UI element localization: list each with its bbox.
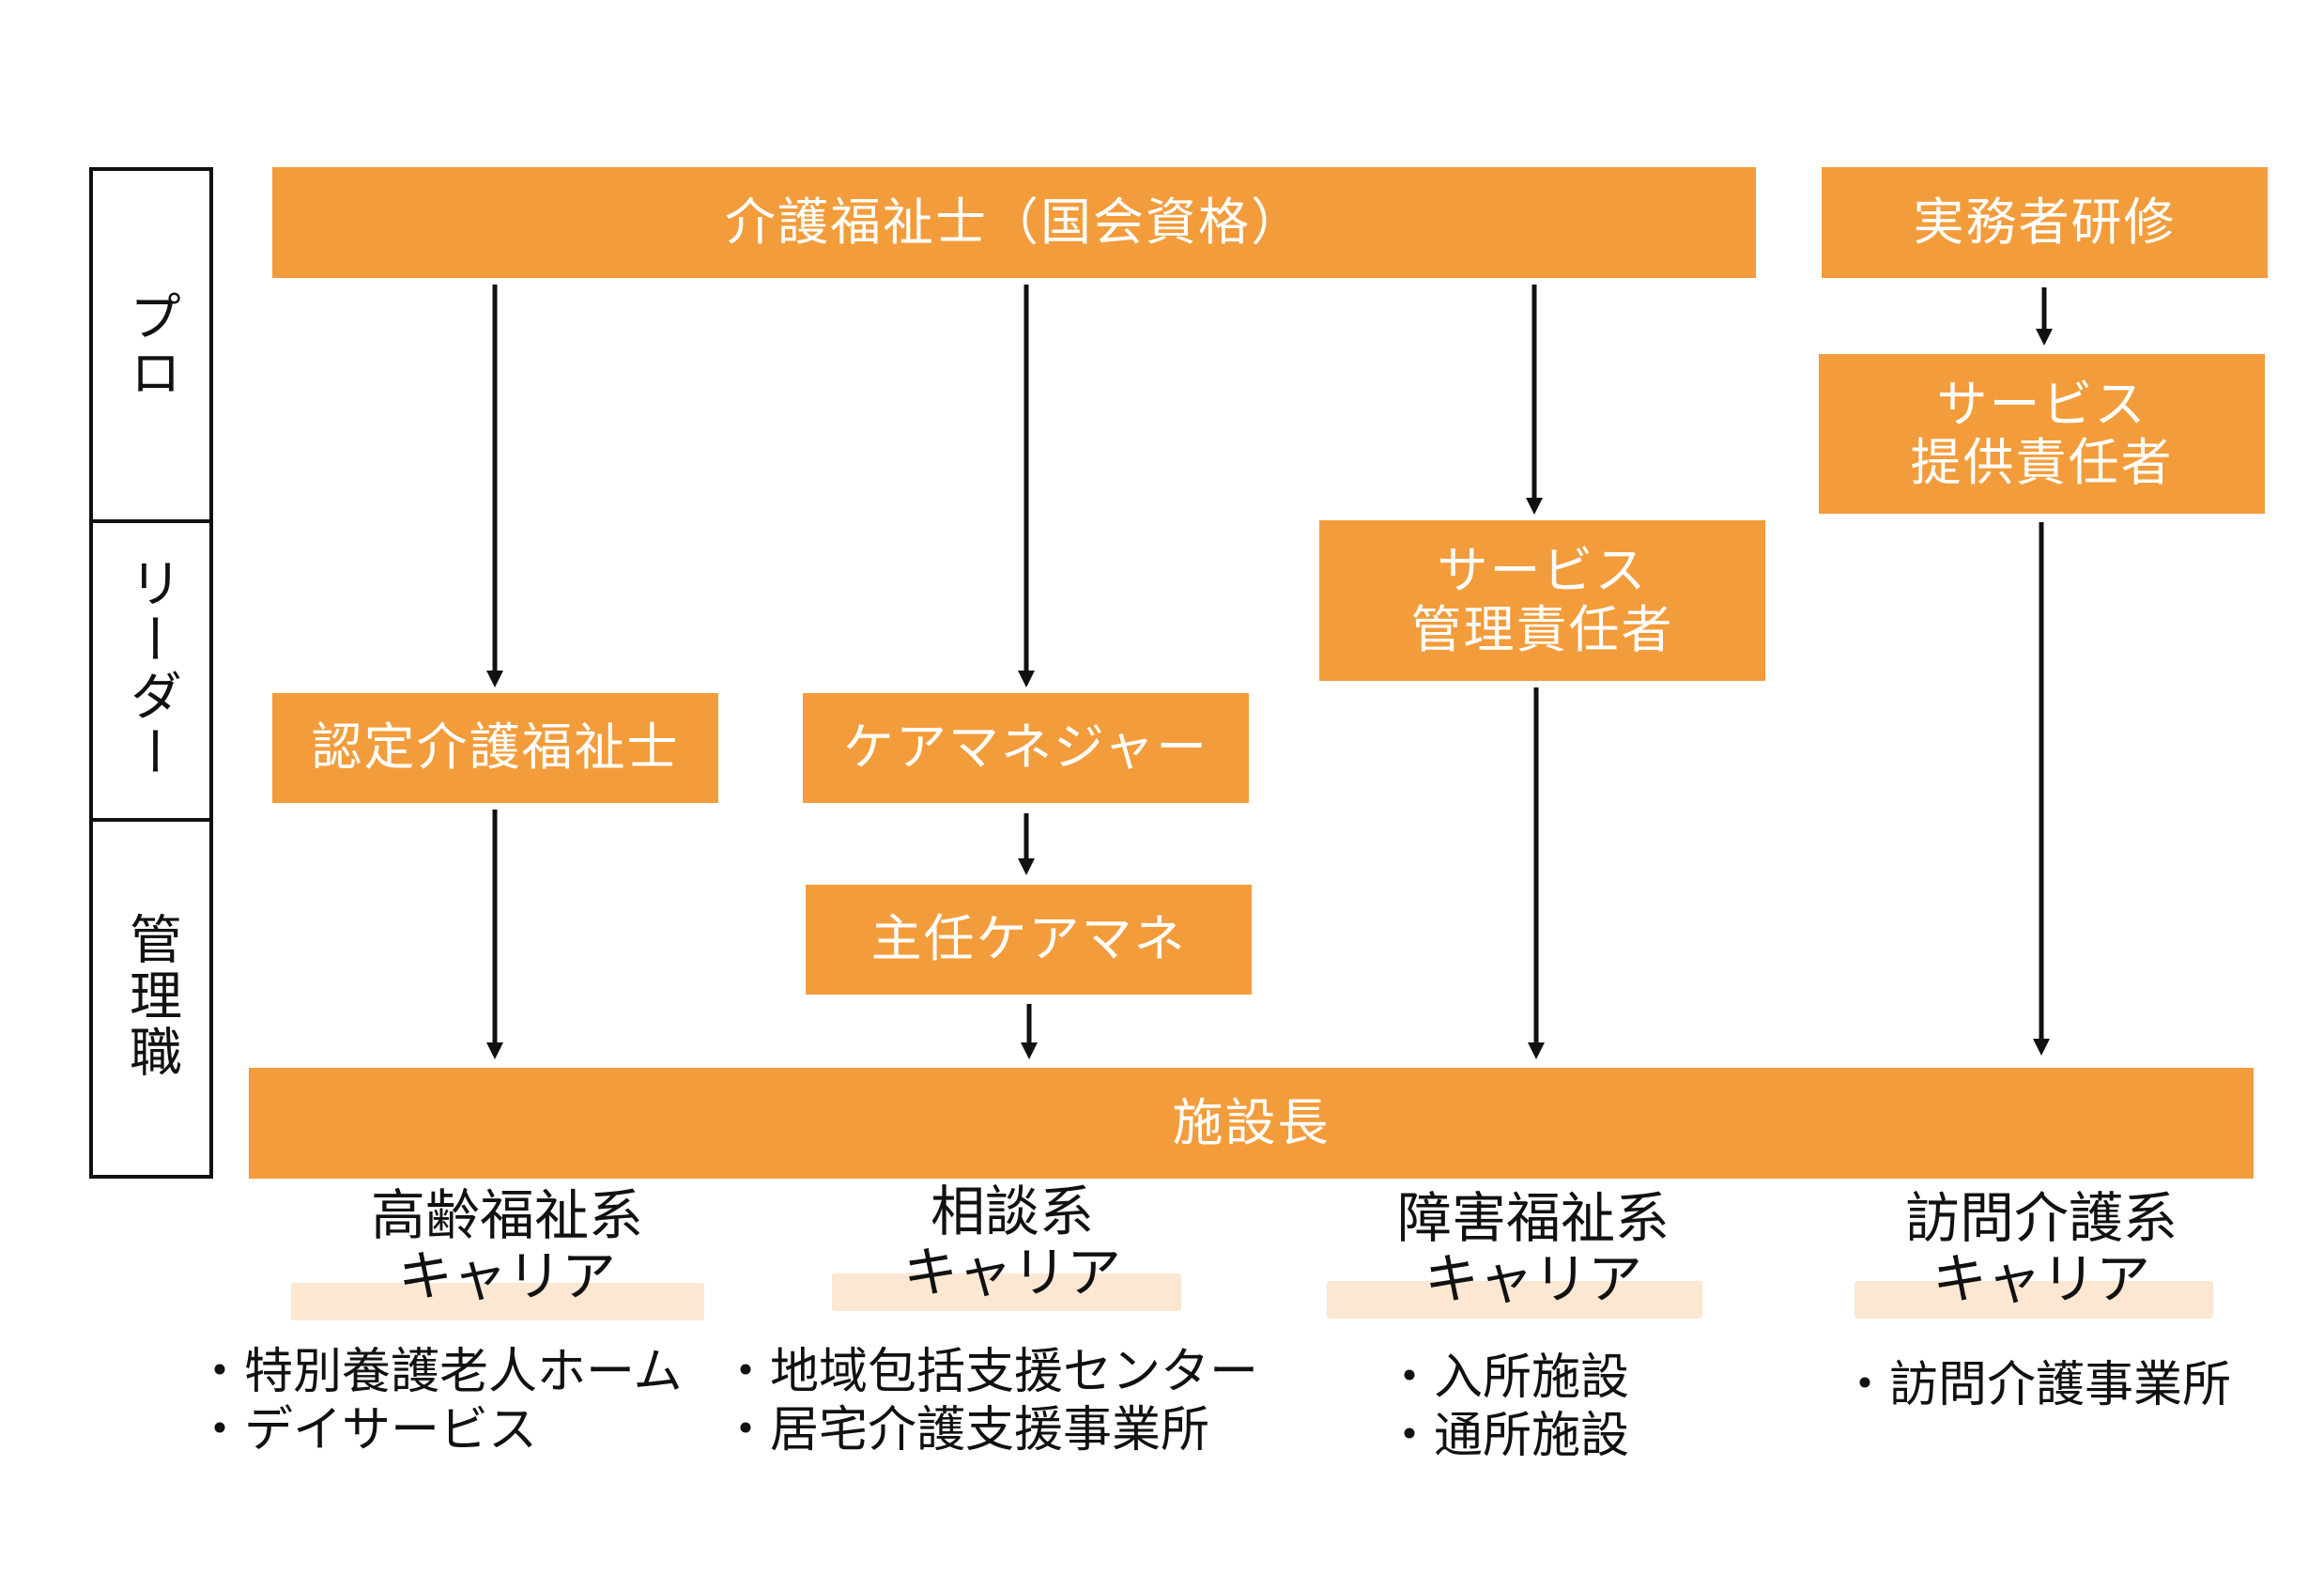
category-1-line1: 高齢福祉系 — [370, 1183, 643, 1247]
box-shisetsucho: 施設長 — [249, 1068, 2254, 1179]
category-3-title: 障害福祉系 キャリア — [1346, 1188, 1721, 1310]
box-service-kanri-sekininsha: サービス 管理責任者 — [1319, 520, 1765, 681]
category-3-list: ・入所施設 ・通所施設 — [1385, 1349, 1629, 1466]
category-3-line1: 障害福祉系 — [1396, 1186, 1670, 1250]
category-3-item: ・通所施設 — [1385, 1408, 1630, 1465]
category-1-item: ・特別養護老人ホーム — [195, 1344, 683, 1400]
level-leader: リーダー — [93, 519, 209, 822]
career-level-column: プロ リーダー 管理職 — [89, 167, 213, 1179]
category-2-title: 相談系 キャリア — [824, 1181, 1200, 1304]
box-shunin-caremane-label: 主任ケアマネ — [870, 909, 1187, 969]
arrow-servicekanri-to-shisetsucho — [1528, 687, 1545, 1059]
category-3-line2: キャリア — [1424, 1246, 1642, 1311]
box-kaigo-fukushishi-label: 介護福祉士（国会資格） — [725, 192, 1303, 252]
level-manager: 管理職 — [120, 912, 182, 1081]
arrow-jitsumusha-to-serviceteikyo — [2036, 287, 2053, 346]
arrow-shunin-to-shisetsucho — [1021, 1004, 1038, 1059]
box-nintei-kaigo-label: 認定介護福祉士 — [311, 718, 680, 778]
category-4-item: ・訪問介護事業所 — [1840, 1357, 2232, 1413]
arrow-kaigo-to-nintei — [486, 285, 503, 687]
category-1-list: ・特別養護老人ホーム ・デイサービス — [195, 1343, 682, 1460]
box-care-manager: ケアマネジャー — [803, 693, 1249, 803]
category-1-title: 高齢福祉系 キャリア — [310, 1185, 704, 1307]
box-kaigo-fukushishi: 介護福祉士（国会資格） — [272, 167, 1756, 278]
box-service-kanri-line1: サービス — [1437, 541, 1648, 601]
category-1-highlight — [291, 1283, 704, 1320]
category-4-line2: キャリア — [1932, 1246, 2150, 1311]
box-shunin-caremane: 主任ケアマネ — [806, 885, 1252, 995]
category-1-item: ・デイサービス — [195, 1402, 538, 1459]
box-service-teikyo-sekininsha: サービス 提供責任者 — [1819, 354, 2265, 514]
category-4-list: ・訪問介護事業所 — [1840, 1356, 2231, 1414]
category-2-line2: キャリア — [902, 1240, 1121, 1304]
level-pro: プロ — [93, 171, 209, 523]
box-care-manager-label: ケアマネジャー — [842, 718, 1209, 778]
box-service-teikyo-line1: サービス — [1936, 374, 2147, 434]
category-2-line1: 相談系 — [930, 1180, 1094, 1243]
category-2-highlight — [832, 1273, 1181, 1311]
arrow-kaigo-to-caremanager — [1018, 285, 1035, 687]
category-4-highlight — [1855, 1281, 2213, 1319]
category-2-item: ・居宅介護支援事業所 — [721, 1402, 1210, 1459]
category-2-list: ・地域包括支援センター ・居宅介護支援事業所 — [721, 1343, 1258, 1460]
arrow-nintei-to-shisetsucho — [486, 810, 503, 1059]
arrow-serviceteikyo-to-shisetsucho — [2033, 522, 2050, 1056]
box-jitsumusha-kenshu-label: 実務者研修 — [1913, 192, 2177, 252]
arrow-kaigo-to-servicekanri — [1526, 285, 1543, 515]
box-shisetsucho-label: 施設長 — [1172, 1092, 1331, 1152]
category-2-item: ・地域包括支援センター — [721, 1344, 1259, 1400]
category-3-item: ・入所施設 — [1385, 1350, 1630, 1406]
box-nintei-kaigo-fukushishi: 認定介護福祉士 — [272, 693, 718, 803]
category-4-title: 訪問介護系 キャリア — [1854, 1188, 2229, 1310]
arrow-caremanager-to-shunin — [1018, 813, 1035, 875]
box-service-kanri-line2: 管理責任者 — [1410, 599, 1674, 659]
category-1-line2: キャリア — [397, 1243, 616, 1308]
box-service-teikyo-line2: 提供責任者 — [1910, 433, 2174, 492]
category-3-highlight — [1327, 1281, 1702, 1319]
category-4-line1: 訪問介護系 — [1904, 1186, 2178, 1250]
box-jitsumusha-kenshu: 実務者研修 — [1822, 167, 2268, 278]
